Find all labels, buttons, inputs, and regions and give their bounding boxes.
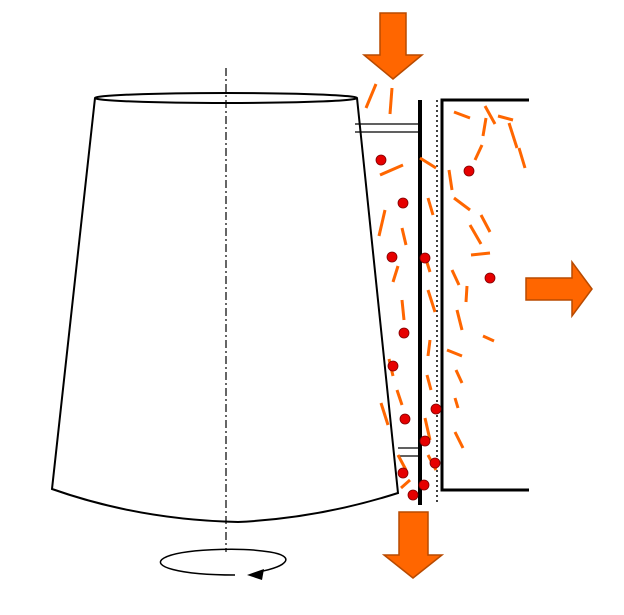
fiber bbox=[453, 431, 465, 449]
particle bbox=[419, 252, 431, 264]
fiber bbox=[379, 163, 404, 177]
fiber bbox=[479, 214, 492, 233]
particle bbox=[386, 251, 398, 263]
fiber bbox=[497, 114, 514, 122]
gap-seal-top bbox=[355, 123, 418, 133]
fiber bbox=[464, 285, 469, 303]
rotor bbox=[50, 92, 400, 524]
fiber bbox=[482, 334, 495, 343]
fiber bbox=[473, 144, 484, 161]
rotor-body bbox=[50, 97, 400, 524]
fibers bbox=[364, 83, 527, 490]
fiber bbox=[455, 309, 464, 331]
fiber bbox=[400, 478, 411, 490]
fiber bbox=[453, 196, 471, 212]
fiber bbox=[481, 117, 488, 137]
particle bbox=[398, 327, 410, 339]
particle bbox=[387, 360, 399, 372]
fiber bbox=[423, 417, 432, 441]
particle bbox=[397, 197, 409, 209]
fiber bbox=[470, 251, 491, 257]
fiber bbox=[425, 374, 433, 391]
fiber bbox=[447, 169, 454, 191]
fiber bbox=[379, 402, 390, 426]
fiber bbox=[426, 339, 432, 357]
fiber bbox=[364, 83, 378, 109]
particle bbox=[429, 457, 441, 469]
fiber bbox=[400, 299, 406, 321]
fiber bbox=[395, 389, 404, 406]
fiber bbox=[468, 224, 483, 245]
particle bbox=[397, 467, 409, 479]
fiber bbox=[450, 269, 461, 286]
fiber bbox=[453, 110, 471, 120]
fiber bbox=[426, 197, 435, 216]
fiber bbox=[419, 156, 437, 170]
particles bbox=[375, 154, 496, 501]
fiber bbox=[507, 122, 519, 149]
fiber bbox=[388, 87, 394, 115]
particle bbox=[419, 435, 431, 447]
accept-arrow-icon bbox=[525, 259, 593, 319]
fiber bbox=[483, 105, 497, 125]
gap-seal-bottom bbox=[398, 447, 418, 457]
fiber bbox=[426, 289, 437, 313]
reject-arrow-icon bbox=[381, 511, 445, 579]
screen bbox=[418, 100, 438, 505]
fiber bbox=[400, 227, 408, 246]
fiber bbox=[517, 147, 527, 169]
fiber bbox=[454, 369, 464, 384]
rotation-arrow-icon bbox=[159, 548, 287, 580]
inlet-arrow-icon bbox=[361, 12, 425, 80]
fiber bbox=[453, 397, 460, 409]
particle bbox=[418, 479, 430, 491]
particle bbox=[375, 154, 387, 166]
fiber bbox=[377, 209, 387, 237]
particle bbox=[430, 403, 442, 415]
fiber bbox=[391, 265, 400, 283]
fiber bbox=[446, 348, 463, 358]
particle bbox=[463, 165, 475, 177]
fiber bbox=[396, 454, 408, 471]
particle bbox=[407, 489, 419, 501]
particle bbox=[399, 413, 411, 425]
particle bbox=[484, 272, 496, 284]
outlet-chamber bbox=[440, 98, 529, 492]
